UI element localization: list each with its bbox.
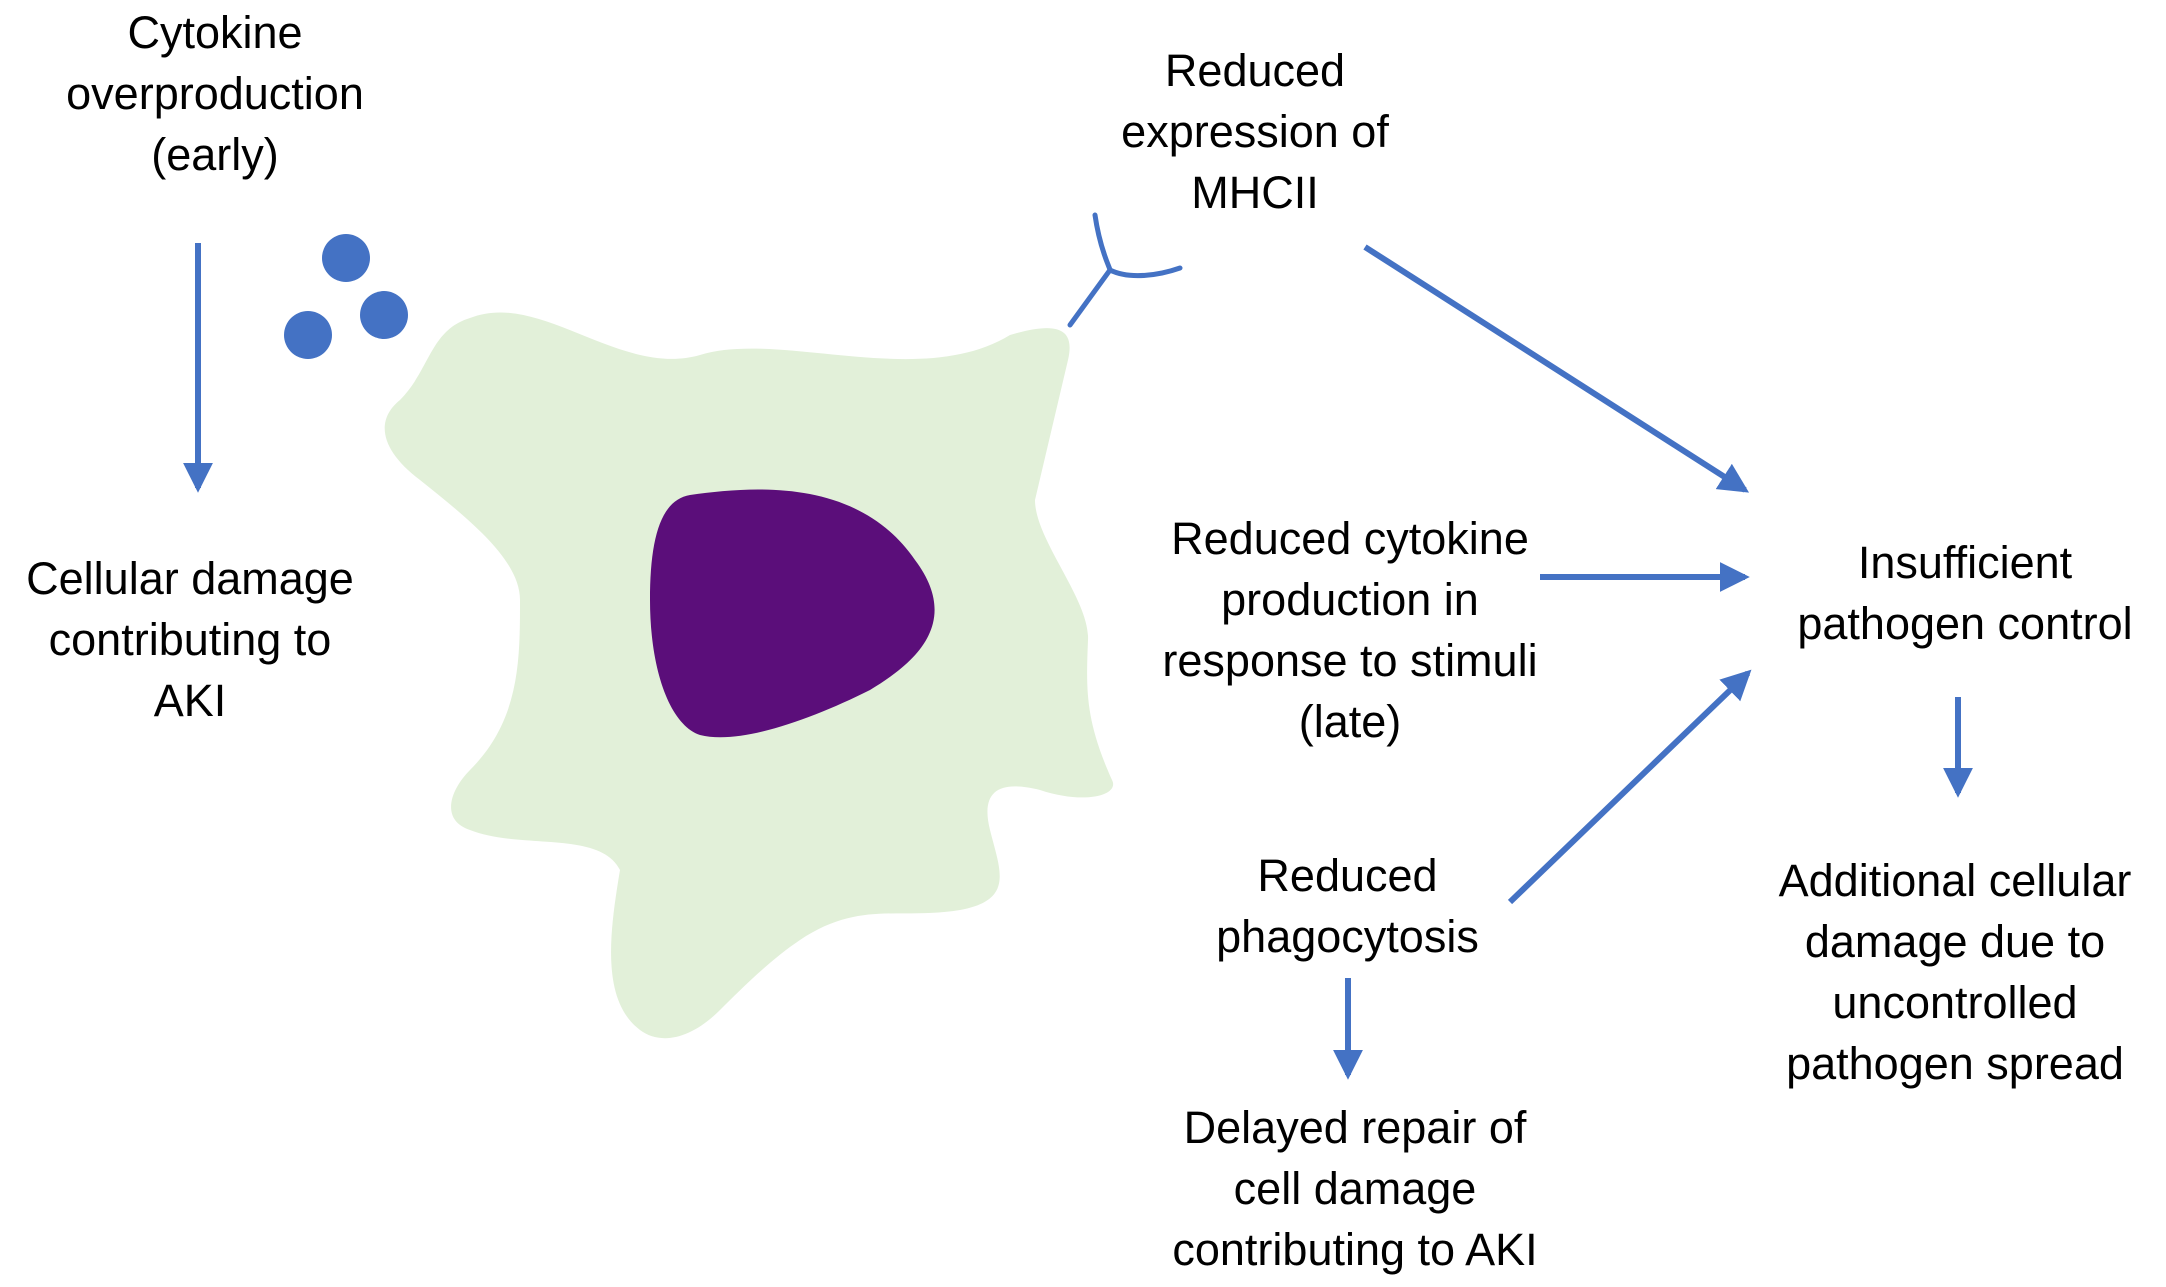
label-line: production in [1221, 574, 1479, 625]
label-line: damage due to [1804, 916, 2106, 967]
label-line: MHCII [1191, 167, 1319, 218]
label-line: Reduced [1164, 45, 1346, 96]
label-line: (late) [1298, 696, 1402, 747]
label-cellular-damage: Cellular damage contributing to AKI [0, 548, 380, 731]
arrow-phagocytosis-to-control [1507, 669, 1752, 905]
cytokine-dot [322, 234, 370, 282]
label-additional-damage: Additional cellular damage due to uncont… [1745, 850, 2165, 1094]
label-line: AKI [153, 675, 227, 726]
arrow-mhcii-to-control [1363, 244, 1750, 493]
label-line: Delayed repair of [1183, 1102, 1527, 1153]
cytokine-dot [360, 291, 408, 339]
label-line: Reduced cytokine [1171, 513, 1529, 564]
label-line: uncontrolled [1832, 977, 2078, 1028]
cytokine-dot [284, 311, 332, 359]
label-line: response to stimuli [1162, 635, 1538, 686]
label-line: pathogen spread [1786, 1038, 2124, 1089]
label-insufficient-control: Insufficient pathogen control [1765, 532, 2165, 654]
label-line: pathogen control [1797, 598, 2133, 649]
label-cytokine-overproduction: Cytokine overproduction (early) [15, 2, 415, 185]
label-line: cell damage [1233, 1163, 1477, 1214]
label-line: expression of [1121, 106, 1389, 157]
label-line: contributing to AKI [1172, 1224, 1538, 1275]
label-reduced-mhcii: Reduced expression of MHCII [1060, 40, 1450, 223]
label-line: Additional cellular [1778, 855, 2132, 906]
label-reduced-cytokine-production: Reduced cytokine production in response … [1120, 508, 1580, 752]
mhcii-receptor-icon [1067, 212, 1183, 328]
label-line: overproduction [66, 68, 364, 119]
label-line: contributing to [48, 614, 332, 665]
nucleus [650, 489, 935, 738]
label-line: Reduced [1257, 850, 1438, 901]
label-line: (early) [151, 129, 279, 180]
label-delayed-repair: Delayed repair of cell damage contributi… [1115, 1097, 1595, 1280]
label-line: Cytokine [127, 7, 303, 58]
label-line: Insufficient [1857, 537, 2073, 588]
label-line: Cellular damage [26, 553, 354, 604]
label-reduced-phagocytosis: Reduced phagocytosis [1160, 845, 1535, 967]
label-line: phagocytosis [1216, 911, 1479, 962]
